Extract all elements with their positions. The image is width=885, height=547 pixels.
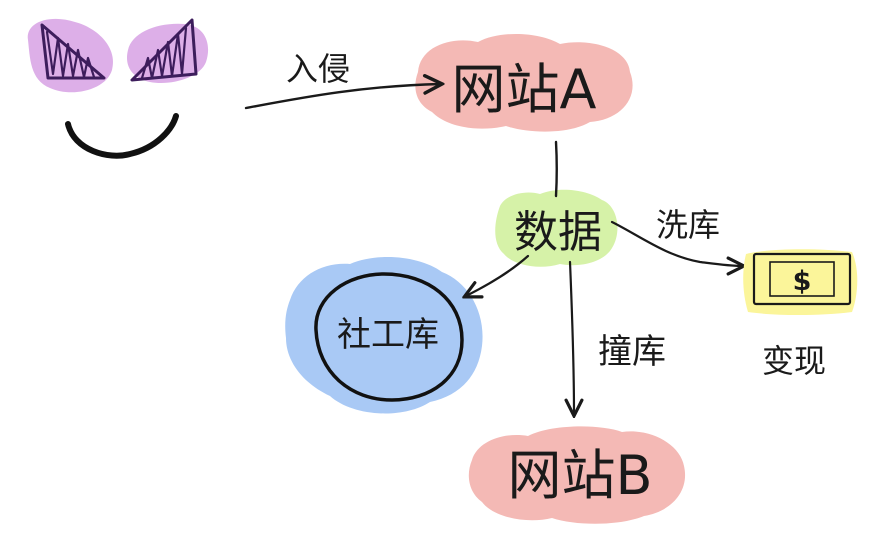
data-label: 数据 (514, 207, 602, 258)
right-eye-icon (130, 18, 198, 82)
dollar-bill-icon: $ (743, 249, 858, 315)
wash-label: 洗库 (656, 206, 720, 244)
data-to-social-db-arrow (466, 254, 530, 296)
dollar-symbol: $ (793, 266, 812, 297)
left-eye-icon (40, 23, 106, 80)
social-db-circle (314, 272, 464, 402)
money-highlight (743, 249, 858, 315)
right-eye-blob (126, 23, 209, 84)
site-a-to-data-line (554, 140, 558, 198)
site-b-blob (468, 426, 686, 524)
site-a-blob (415, 33, 633, 132)
intrude-label: 入侵 (286, 50, 350, 88)
bill-outer (752, 252, 852, 306)
evil-face-icon (27, 18, 209, 159)
site-b-label: 网站B (507, 444, 652, 507)
stuff-label: 撞库 (598, 332, 666, 372)
intrude-arrow (244, 84, 440, 110)
site-a-label: 网站A (452, 58, 597, 121)
data-blob (495, 189, 618, 267)
social-db-label: 社工库 (337, 315, 439, 355)
bill-inner (769, 261, 835, 297)
cash-label: 变现 (762, 342, 826, 380)
smile-mouth (65, 113, 179, 159)
data-to-site-b-arrow (570, 260, 574, 414)
data-to-cash-arrow (610, 220, 742, 266)
